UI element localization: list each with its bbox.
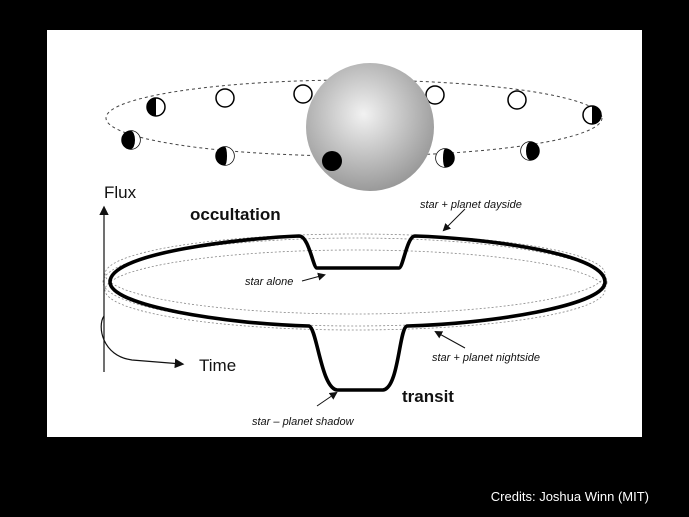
callout-arrows (301, 208, 466, 407)
planet-phase-icon (322, 151, 342, 171)
planet-phase-icon (435, 148, 455, 168)
planet-phase-icon (520, 141, 540, 161)
star (306, 63, 434, 191)
star-minus-shadow-label: star – planet shadow (252, 416, 355, 428)
time-axis-label: Time (199, 356, 236, 375)
credits-text: Credits: Joshua Winn (MIT) (490, 489, 649, 504)
planet-phase-icon (507, 90, 527, 110)
light-curve (108, 234, 607, 392)
planet-phase-icon (215, 146, 235, 166)
orbit-planets-back (146, 84, 602, 125)
planet-phase-icon (425, 85, 445, 105)
planet-phase-icon (582, 105, 602, 125)
star-alone-label: star alone (245, 276, 293, 288)
flux-reference-ellipses (102, 233, 608, 331)
occultation-label: occultation (190, 205, 281, 224)
transit-diagram: Flux Time occultation transit star + pla… (99, 63, 608, 428)
orbit-planets-front (121, 130, 540, 171)
planet-phase-icon (293, 84, 313, 104)
flux-axis-label: Flux (104, 183, 137, 202)
planet-phase-icon (146, 97, 166, 117)
star-plus-nightside-label: star + planet nightside (432, 352, 540, 364)
planet-phase-icon (215, 88, 235, 108)
transit-label: transit (402, 387, 454, 406)
diagram-panel: Flux Time occultation transit star + pla… (47, 30, 642, 437)
planet-phase-icon (121, 130, 141, 150)
axes (99, 205, 185, 372)
star-plus-dayside-label: star + planet dayside (420, 199, 522, 211)
